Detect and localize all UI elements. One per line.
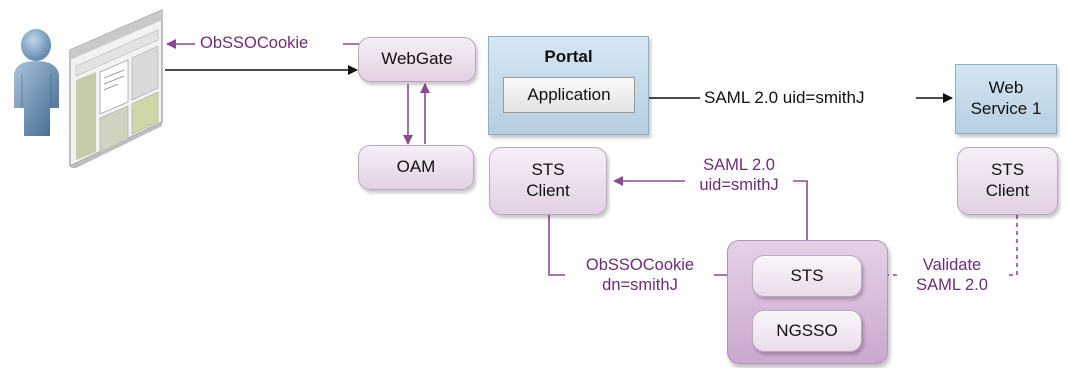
user-icon	[14, 29, 59, 136]
label-obssocookie-top: ObSSOCookie	[200, 34, 309, 52]
line-validate-dashed	[1008, 215, 1018, 276]
label-saml-client-line2: uid=smithJ	[699, 176, 779, 195]
sts-client-left-node: STS Client	[489, 147, 607, 215]
label-obssocookie-bottom-line2: dn=smithJ	[602, 276, 678, 295]
sts-client-right-line2: Client	[985, 181, 1030, 200]
web-service-1-line2: Service 1	[970, 99, 1042, 118]
webgate-node: WebGate	[358, 37, 476, 82]
sts-client-left-line2: Client	[526, 181, 570, 200]
browser-window-icon	[69, 9, 163, 168]
line-stsclient-cookie	[548, 215, 565, 276]
sts-client-left-line1: STS	[531, 160, 565, 180]
web-service-1-node: Web Service 1	[955, 64, 1057, 134]
portal-title: Portal	[544, 47, 593, 66]
label-saml-client: SAML 2.0 uid=smithJ	[688, 155, 790, 195]
sts-client-right-line1: STS	[990, 160, 1025, 180]
label-validate-line2: SAML 2.0	[916, 276, 988, 295]
label-saml-client-line1: SAML 2.0	[703, 156, 775, 174]
arrow-sts-to-stsclient	[614, 181, 808, 253]
web-service-1-line1: Web	[988, 78, 1024, 98]
portal-container: Portal Application	[488, 36, 649, 135]
label-saml-main: SAML 2.0 uid=smithJ	[704, 88, 865, 107]
sts-client-right-node: STS Client	[957, 147, 1058, 215]
ngsso-node: NGSSO	[752, 310, 862, 352]
sts-node: STS	[752, 255, 862, 297]
label-obssocookie-bottom: ObSSOCookie dn=smithJ	[567, 255, 713, 295]
oam-node: OAM	[358, 145, 474, 190]
label-validate: Validate SAML 2.0	[899, 255, 1005, 295]
label-validate-line1: Validate	[922, 256, 982, 274]
label-obssocookie-bottom-line1: ObSSOCookie	[585, 256, 695, 274]
application-node: Application	[503, 77, 635, 113]
